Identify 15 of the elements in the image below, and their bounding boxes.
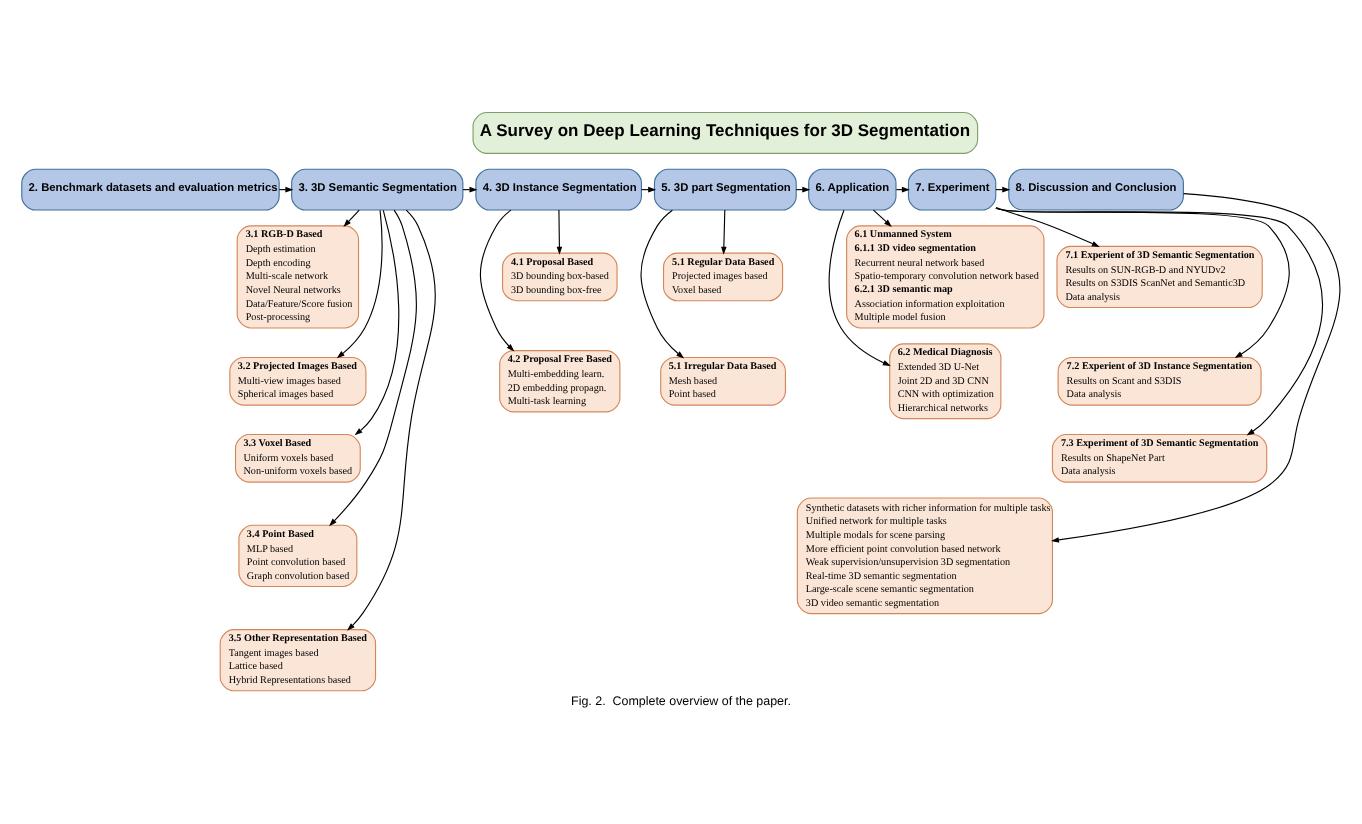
arrow [721, 208, 727, 254]
arrow [354, 208, 400, 435]
arrow [336, 208, 383, 358]
arrow [872, 208, 892, 226]
arrow [479, 208, 515, 351]
arrow [995, 206, 1324, 435]
arrow [995, 205, 1100, 246]
arrow [346, 208, 436, 630]
arrow [828, 208, 891, 365]
arrow [640, 208, 685, 358]
arrow [556, 208, 563, 254]
arrow [343, 208, 360, 227]
arrow [329, 208, 417, 526]
node-box: A Survey on Deep Learning Techniques for 3D Segmentation [472, 110, 979, 153]
arrow [995, 206, 1290, 358]
